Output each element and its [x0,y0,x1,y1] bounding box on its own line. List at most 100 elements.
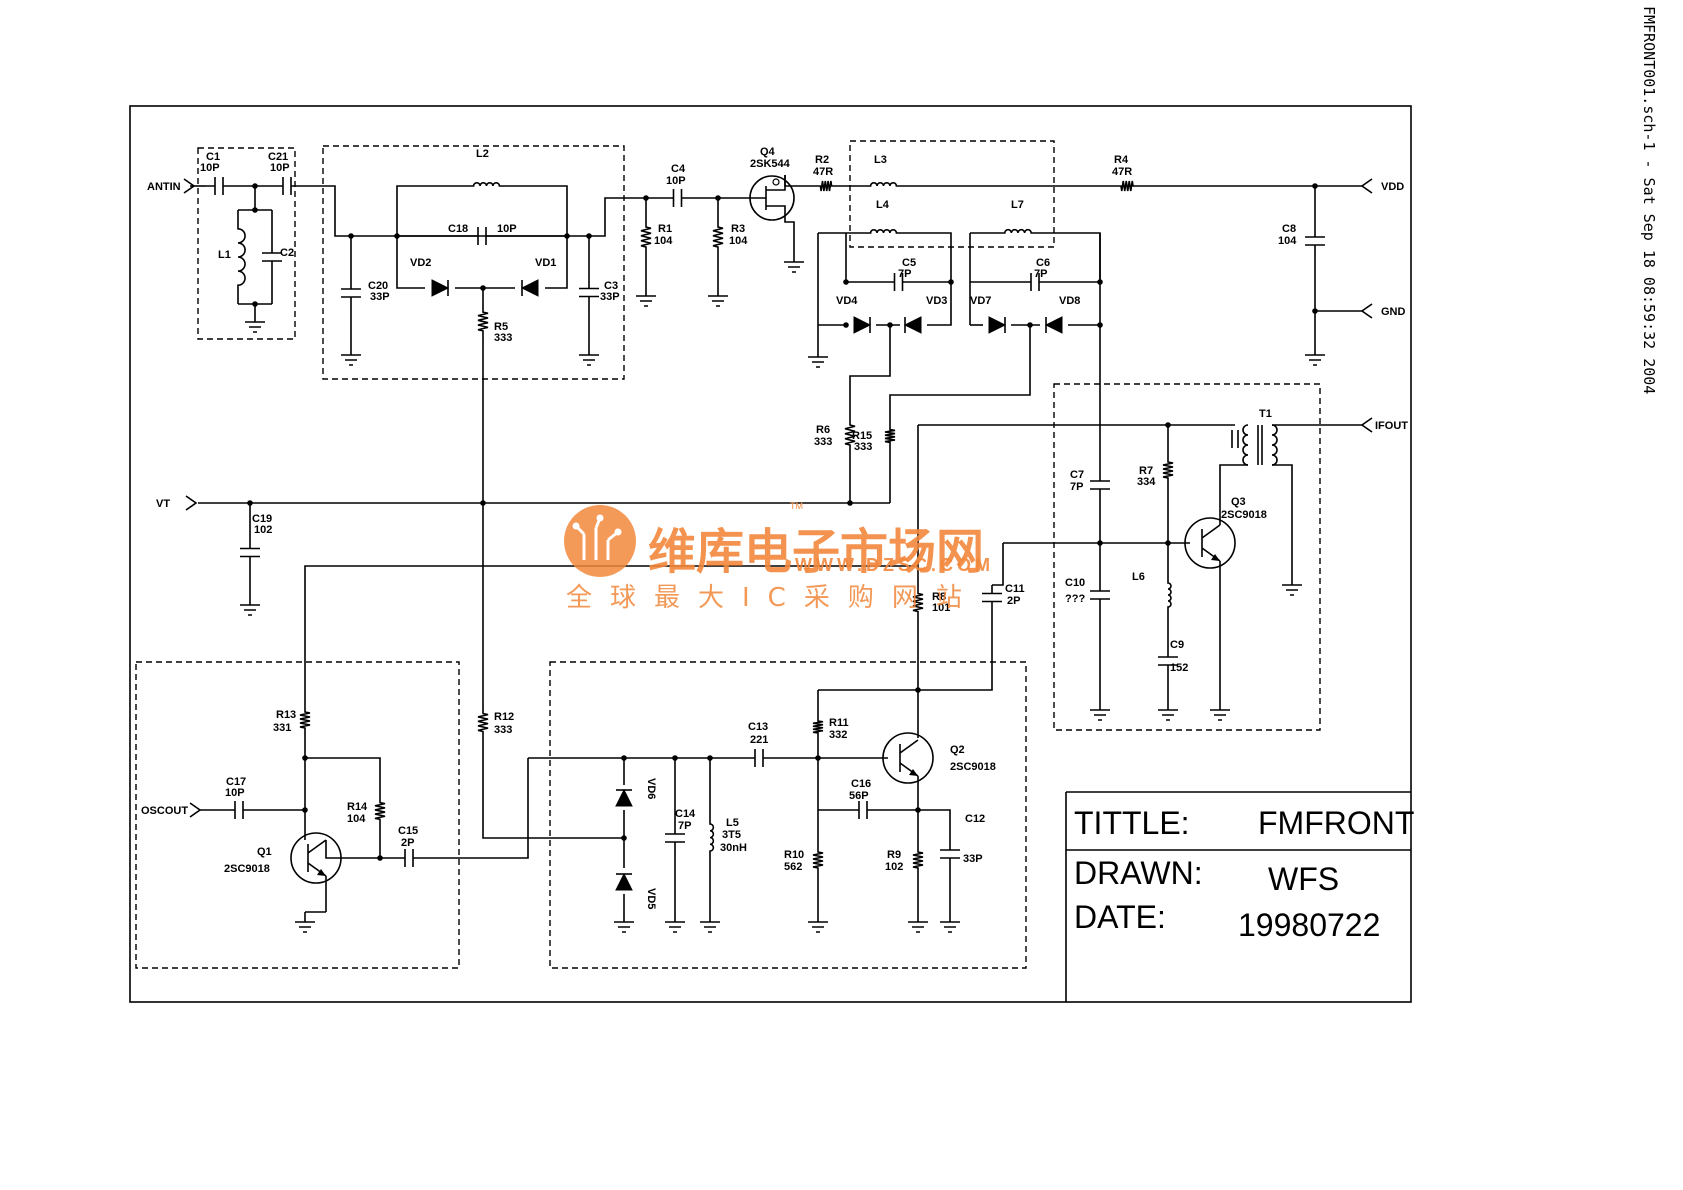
ground-symbol [1282,575,1302,596]
resistor-r7 [1162,450,1174,490]
wire [1219,464,1248,500]
c7-designator-label: C7 [1070,469,1084,481]
c3-value-label: 33P [600,291,620,303]
ground-symbol [700,912,720,933]
ground-symbol [708,286,728,307]
inductor-l5 [709,815,715,860]
l4-designator-label: L4 [876,199,890,211]
ground-symbol [665,912,685,933]
wire [396,236,425,289]
r6-value-label: 333 [814,436,832,448]
l5-extra-label: 30nH [720,842,747,854]
varactor-vd3 [903,316,922,334]
capacitor-c11 [982,585,1002,610]
varactor-vd5 [615,872,633,891]
capacitor-c10 [1090,580,1110,610]
ground-symbol [1090,700,1110,721]
capacitor-c8 [1305,226,1325,256]
r9-value-label: 102 [885,861,903,873]
ground-symbol [784,252,804,273]
capacitor-c21 [276,177,298,195]
ground-symbol [1210,700,1230,721]
capacitor-c16 [848,801,878,819]
r8-value-label: 101 [932,602,950,614]
file-timestamp: FMFRONT001.sch-1 - Sat Sep 18 08:59:32 2… [1640,6,1658,395]
q4-value-label: 2SK544 [750,158,791,170]
inductor-l4 [862,229,905,234]
resistor-r10 [812,840,824,880]
mixer-box [1053,383,1321,731]
title-block-frame [1065,791,1411,1002]
varactor-vd4 [853,316,872,334]
q3-designator-label: Q3 [1231,496,1246,508]
r6-designator-label: R6 [816,424,830,436]
port-oscout-label: OSCOUT [141,805,188,817]
ground-symbol [940,912,960,933]
inductor-l7 [996,228,1040,234]
c8-value-label: 104 [1278,235,1297,247]
transistor-q3 [1184,517,1236,569]
wire [584,197,665,237]
r14-designator-label: R14 [347,801,368,813]
r7-value-label: 334 [1137,476,1156,488]
r5-value-label: 333 [494,332,512,344]
l5-designator-label: L5 [726,817,739,829]
c16-value-label: 56P [849,790,869,802]
capacitor-c1 [206,177,232,195]
r12-value-label: 333 [494,724,512,736]
q1-designator-label: Q1 [257,846,272,858]
r12-designator-label: R12 [494,711,514,723]
r2-value-label: 47R [813,166,833,178]
r7-designator-label: R7 [1139,465,1153,477]
drawn-value: WFS [1268,861,1339,897]
r14-value-label: 104 [347,813,366,825]
resistor-r4 [1112,180,1142,192]
c2-designator-label: C2 [280,247,294,259]
capacitor-c4 [665,189,690,207]
capacitor-c5 [846,273,951,291]
ground-symbol [636,286,656,307]
c16-designator-label: C16 [851,778,871,790]
r4-designator-label: R4 [1114,154,1129,166]
capacitor-c19 [240,535,260,570]
r15-value-label: 333 [854,441,872,453]
inductor-l2 [465,182,508,187]
wire [818,610,993,691]
ground-symbol [341,345,361,366]
c15-value-label: 2P [401,837,414,849]
resistor-r12 [477,700,489,745]
r3-value-label: 104 [729,235,748,247]
varactor-vd1 [520,279,539,297]
r2-designator-label: R2 [815,154,829,166]
wire [396,185,465,236]
r3-designator-label: R3 [731,223,745,235]
r4-value-label: 47R [1112,166,1132,178]
r10-value-label: 562 [784,861,802,873]
ground-symbol [908,912,928,933]
title-label: TITTLE: [1074,805,1190,841]
c9-designator-label: C9 [1170,639,1184,651]
title-value: FMFRONT [1258,805,1414,841]
varactor-vd8 [1044,316,1063,334]
wire [918,809,951,838]
watermark-trademark: TM [790,501,803,511]
c4-value-label: 10P [666,175,686,187]
capacitor-c13 [748,749,770,767]
local-oscillator-box [549,661,1027,969]
c19-value-label: 102 [254,524,272,536]
l5-value-label: 3T5 [722,829,741,841]
port-ifout-label: IFOUT [1375,420,1408,432]
port-vdd-arrow [1360,178,1373,194]
c18-value-label: 10P [497,223,517,235]
capacitor-c2 [262,210,282,304]
ground-symbol [808,347,828,368]
c5-designator-label: C5 [902,257,916,269]
capacitor-c15 [398,849,420,867]
vd6-designator-label: VD6 [645,778,657,799]
resistor-r6 [844,410,856,460]
c6-value-label: 7P [1034,268,1047,280]
resistor-r2 [812,180,840,192]
r8-designator-label: R8 [932,591,946,603]
port-gnd-label: GND [1381,306,1406,318]
